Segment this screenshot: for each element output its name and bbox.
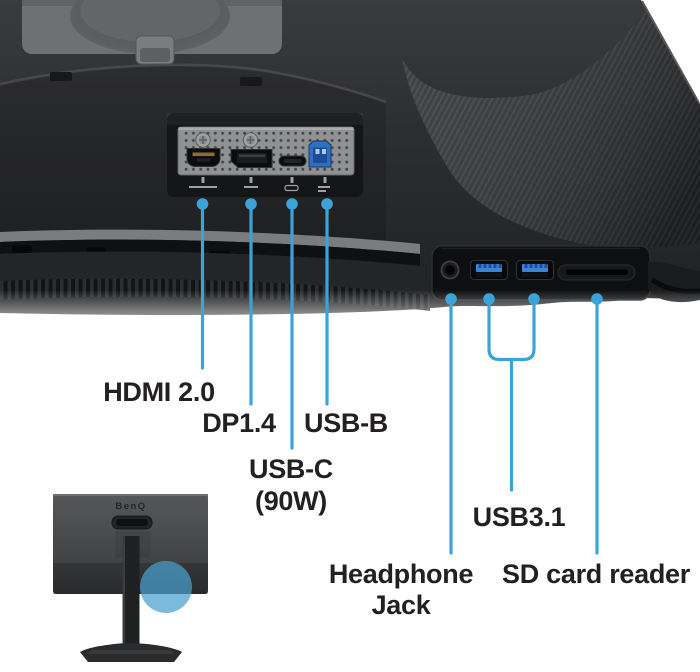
displayport-port [230, 149, 273, 168]
port-marking-icons [189, 177, 330, 192]
usb-c-label-line1: USB-C [249, 454, 333, 484]
usb-a-port-1 [470, 260, 508, 280]
seam-notch [50, 72, 72, 81]
bezel-mid-strip [0, 251, 430, 295]
benq-logo: BenQ [115, 501, 147, 512]
edge-highlight [641, 0, 700, 104]
usb31-label: USB3.1 [472, 502, 566, 532]
hdmi-label: HDMI 2.0 [103, 377, 215, 407]
headphone-label-line2: Jack [371, 590, 431, 620]
io-panel [167, 113, 363, 197]
callout-dots [196, 198, 603, 305]
ports-highlight-circle [140, 561, 192, 613]
hdmi-port [186, 148, 221, 167]
usb-a-port-2 [516, 260, 554, 280]
usb-c-label: USB-C (90W) [249, 453, 333, 517]
usb-c-port [278, 155, 307, 167]
ribbed-texture-shade [402, 8, 700, 248]
seam-notch [240, 77, 262, 86]
photo-fade [0, 288, 700, 348]
sd-card-slot [557, 264, 636, 281]
dp-callout-dot [245, 198, 257, 210]
headphone-label-line1: Headphone [328, 559, 474, 589]
sd-callout-dot [591, 293, 603, 305]
bottom-ports-face [431, 245, 700, 303]
screw-icon [195, 132, 211, 148]
usb-b-port [308, 140, 332, 168]
usb-b-label: USB-B [304, 408, 388, 438]
bezel-highlight-band [0, 229, 420, 254]
monitor-thumbnail [53, 494, 208, 662]
usb-b-callout-dot [321, 198, 333, 210]
shell-seam [0, 63, 387, 104]
headphone-label: Headphone Jack [328, 559, 474, 621]
usb31-callout-dot-1 [483, 293, 495, 305]
bezel-dark-strip [0, 239, 420, 266]
usb31-callout-dot-2 [528, 293, 540, 305]
sd-label: SD card reader [502, 559, 690, 589]
dp-label: DP1.4 [202, 408, 276, 438]
usb-c-label-line2: (90W) [255, 486, 327, 516]
callout-lines [200, 204, 599, 555]
thumbnail-stand-column [122, 536, 140, 653]
hdmi-callout-dot [196, 198, 209, 210]
usb-c-callout-dot [286, 198, 298, 210]
stand-mount-recess [22, 0, 282, 65]
headphone-callout-dot [445, 293, 457, 305]
headphone-jack-port [440, 260, 460, 280]
screw-icon [242, 132, 259, 148]
